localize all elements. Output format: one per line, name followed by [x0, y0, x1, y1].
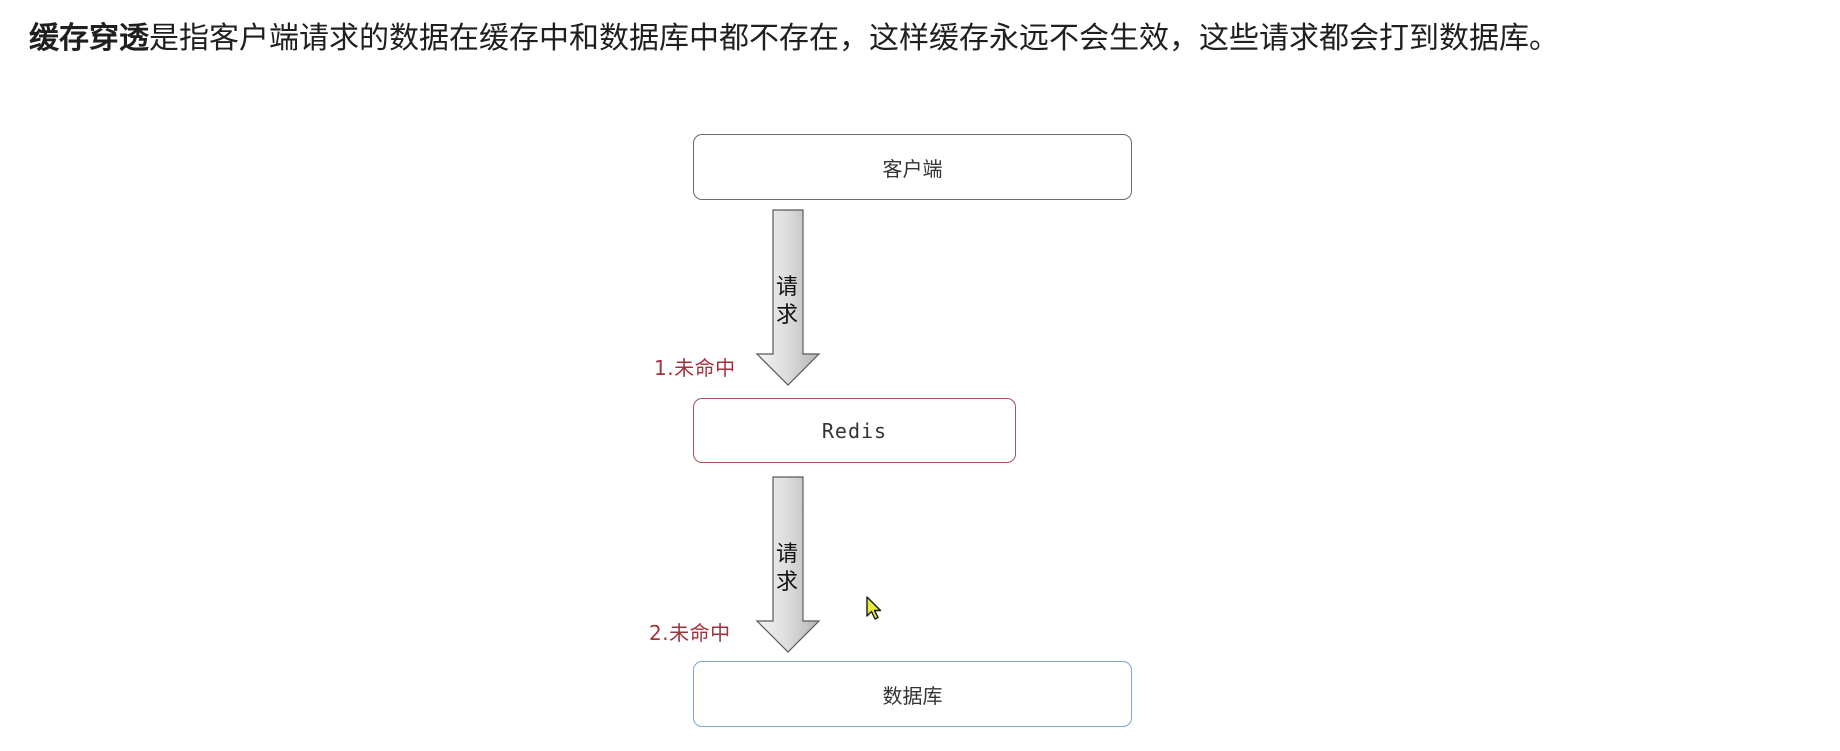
client-node: 客户端	[693, 134, 1132, 200]
intro-text: 是指客户端请求的数据在缓存中和数据库中都不存在，这样缓存永远不会生效，这些请求都…	[149, 21, 1559, 56]
intro-paragraph: 缓存穿透是指客户端请求的数据在缓存中和数据库中都不存在，这样缓存永远不会生效，这…	[29, 14, 1559, 64]
miss-label-1: 1.未命中	[654, 356, 736, 380]
request-arrow-2	[755, 476, 821, 653]
arrow-label-request-1: 请 求	[773, 274, 801, 330]
mouse-pointer-icon	[866, 596, 882, 620]
arrow-label-1-line1: 请	[775, 275, 798, 300]
arrow-label-2-line2: 求	[775, 570, 798, 595]
client-node-label: 客户端	[882, 156, 943, 181]
redis-node: Redis	[693, 398, 1016, 463]
arrow-label-1-line2: 求	[775, 303, 798, 328]
database-node-label: 数据库	[882, 683, 943, 708]
arrow-label-request-2: 请 求	[773, 541, 801, 597]
arrow-label-2-line1: 请	[775, 542, 798, 567]
intro-term: 缓存穿透	[29, 21, 149, 56]
database-node: 数据库	[693, 661, 1132, 727]
redis-node-label: Redis	[821, 418, 888, 443]
request-arrow-1	[755, 209, 821, 386]
miss-label-2: 2.未命中	[649, 621, 731, 645]
